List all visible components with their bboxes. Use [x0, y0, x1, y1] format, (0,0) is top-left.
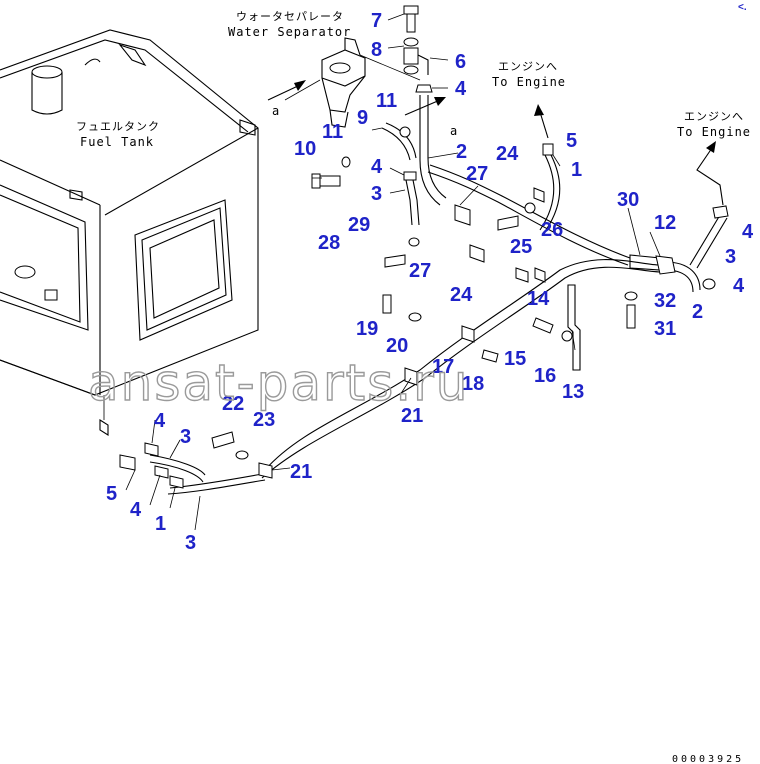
callout-15: 15 [504, 348, 526, 370]
callout-21-a: 21 [401, 405, 423, 427]
callout-3-a: 3 [371, 183, 382, 205]
view-marker-a-right: a [450, 124, 458, 138]
callout-3-b: 3 [725, 246, 736, 268]
water-separator-label-jp: ウォータセパレータ [236, 10, 344, 23]
to-engine-label-en-1: To Engine [492, 75, 566, 89]
callout-21-b: 21 [290, 461, 312, 483]
arrow-head-a-left [294, 80, 306, 91]
callout-9: 9 [357, 107, 368, 129]
callout-5-b: 5 [106, 483, 117, 505]
callout-28: 28 [318, 232, 340, 254]
callout-25: 25 [510, 236, 532, 258]
callout-4-e: 4 [154, 410, 166, 432]
callout-24-b: 24 [450, 284, 473, 306]
callout-11-a: 11 [376, 90, 397, 112]
callout-13: 13 [562, 381, 584, 403]
callout-6: 6 [455, 51, 466, 73]
callout-numbers: 7 8 6 4 11 9 11 10 2 4 3 27 24 5 1 29 28… [106, 10, 754, 554]
small-parts [119, 5, 729, 489]
callout-1-b: 1 [155, 513, 166, 535]
callout-4-f: 4 [130, 499, 142, 521]
arrow-head-engine-1 [534, 104, 544, 116]
callout-22: 22 [222, 393, 244, 415]
callout-8: 8 [371, 39, 382, 61]
callout-31: 31 [654, 318, 676, 340]
callout-30: 30 [617, 189, 639, 211]
callout-29: 29 [348, 214, 370, 236]
callout-20: 20 [386, 335, 408, 357]
arrow-head-a-right [434, 97, 446, 106]
callout-14: 14 [527, 288, 550, 310]
fuel-tank-drawing [0, 29, 259, 436]
view-marker-a-left: a [272, 104, 280, 118]
callout-1-a: 1 [571, 159, 582, 181]
callout-27-b: 27 [409, 260, 431, 282]
callout-12: 12 [654, 212, 676, 234]
water-separator-label-en: Water Separator [228, 25, 351, 39]
fuel-tank-label-en: Fuel Tank [80, 135, 154, 149]
callout-18: 18 [462, 373, 484, 395]
text-labels: ウォータセパレータ Water Separator フュエルタンク Fuel T… [76, 10, 751, 149]
callout-16: 16 [534, 365, 556, 387]
to-engine-label-jp-1: エンジンへ [498, 60, 558, 73]
to-engine-label-jp-2: エンジンへ [684, 110, 744, 123]
callout-3-c: 3 [180, 426, 191, 448]
callout-4-d: 4 [733, 275, 745, 297]
brand-mark: <. [738, 2, 747, 13]
callout-24-a: 24 [496, 143, 519, 165]
to-engine-label-en-2: To Engine [677, 125, 751, 139]
callout-4-c: 4 [742, 221, 754, 243]
callout-3-d: 3 [185, 532, 196, 554]
fuel-tank-label-jp: フュエルタンク [76, 120, 160, 133]
callout-23: 23 [253, 409, 275, 431]
water-separator-drawing [284, 37, 421, 128]
callout-4-b: 4 [371, 156, 383, 178]
callout-11-b: 11 [322, 121, 343, 143]
direction-arrows [267, 80, 724, 206]
callout-17: 17 [432, 356, 454, 378]
callout-5-a: 5 [566, 130, 577, 152]
callout-10: 10 [294, 138, 316, 160]
callout-4-a: 4 [455, 78, 467, 100]
callout-2-a: 2 [456, 141, 467, 163]
callout-27-a: 27 [466, 163, 488, 185]
callout-19: 19 [356, 318, 378, 340]
callout-26: 26 [541, 219, 563, 241]
callout-2-b: 2 [692, 301, 703, 323]
watermark-text: ansat-parts.ru [88, 354, 469, 412]
arrow-head-engine-2 [706, 141, 716, 153]
callout-7: 7 [371, 10, 382, 32]
fuel-pipes [149, 95, 728, 495]
leader-lines [125, 13, 661, 531]
document-number: 00003925 [672, 754, 744, 764]
callout-32: 32 [654, 290, 676, 312]
